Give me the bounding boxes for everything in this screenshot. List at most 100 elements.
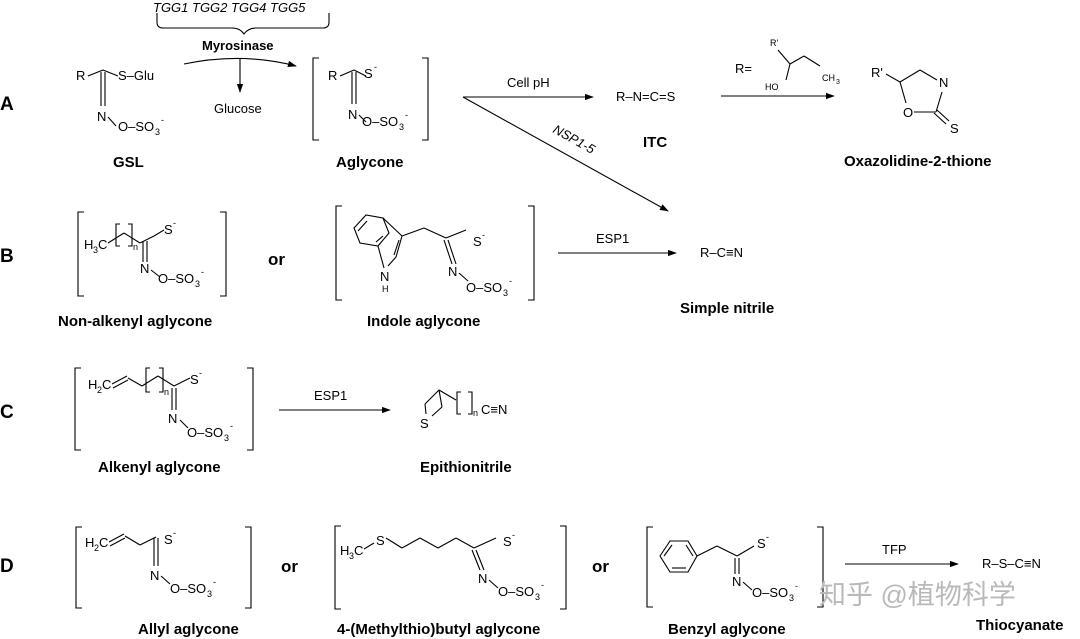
svg-text:2: 2 <box>94 543 99 553</box>
svg-text:3: 3 <box>207 589 212 599</box>
svg-text:C: C <box>354 543 363 558</box>
non-alkenyl-structure: H 3 C n S - N O–SO 3 - <box>77 211 227 297</box>
aglycone-name: Aglycone <box>336 154 404 171</box>
svg-text:-: - <box>541 580 544 590</box>
svg-text:O–SO: O–SO <box>466 280 502 295</box>
epithionitrile-structure: S n <box>420 389 478 431</box>
svg-text:S–Glu: S–Glu <box>118 68 154 83</box>
allyl-name: Allyl aglycone <box>138 621 239 638</box>
svg-text:S: S <box>420 416 429 431</box>
svg-text:S: S <box>164 532 173 547</box>
allyl-structure: H 2 C S - N O–SO 3 - <box>75 526 252 609</box>
svg-text:R': R' <box>871 65 883 80</box>
svg-text:-: - <box>374 62 377 72</box>
benzyl-name: Benzyl aglycone <box>668 621 786 638</box>
svg-text:R: R <box>328 68 337 83</box>
or-d2: or <box>592 557 609 576</box>
indole-name: Indole aglycone <box>367 313 480 330</box>
glucose-label: Glucose <box>214 101 262 116</box>
svg-text:R: R <box>76 68 85 83</box>
or-d1: or <box>281 557 298 576</box>
svg-text:CH: CH <box>822 73 835 83</box>
svg-text:N: N <box>448 264 457 279</box>
or-b: or <box>268 250 285 269</box>
svg-text:2: 2 <box>97 385 102 395</box>
svg-text:C: C <box>102 377 111 392</box>
svg-text:O–SO: O–SO <box>362 114 398 129</box>
svg-text:3: 3 <box>789 593 794 603</box>
svg-text:O–SO: O–SO <box>498 584 534 599</box>
svg-text:3: 3 <box>503 288 508 298</box>
svg-text:3: 3 <box>836 79 840 86</box>
svg-text:H: H <box>85 535 94 550</box>
alkenyl-name: Alkenyl aglycone <box>98 459 221 476</box>
r-definition-label: R= <box>735 61 752 76</box>
svg-text:H: H <box>88 377 97 392</box>
svg-text:-: - <box>230 421 233 431</box>
svg-text:N: N <box>732 574 741 589</box>
simple-nitrile-name: Simple nitrile <box>680 300 774 317</box>
svg-text:H: H <box>84 237 93 252</box>
epithionitrile-cn: C≡N <box>481 402 507 417</box>
svg-text:S: S <box>364 66 373 81</box>
alkenyl-structure: H 2 C n S - N O–SO 3 - <box>74 367 254 451</box>
cell-ph-label: Cell pH <box>507 75 550 90</box>
row-label-d: D <box>0 556 14 577</box>
svg-text:-: - <box>405 110 408 120</box>
svg-text:n: n <box>473 408 478 418</box>
svg-text:-: - <box>201 267 204 277</box>
methylthiobutyl-name: 4-(Methylthio)butyl aglycone <box>337 621 540 638</box>
svg-text:O–SO: O–SO <box>170 581 206 596</box>
row-label-b: B <box>0 246 14 267</box>
myrosinase-arrow <box>183 57 297 68</box>
svg-text:S: S <box>503 534 512 549</box>
svg-text:O: O <box>903 105 913 120</box>
gene-list: TGG1 TGG2 TGG4 TGG5 <box>153 0 306 15</box>
svg-text:N: N <box>348 107 357 122</box>
esp1-label-b: ESP1 <box>596 231 629 246</box>
nsp-arrow <box>462 96 669 212</box>
tfp-label: TFP <box>882 542 907 557</box>
svg-text:n: n <box>164 387 169 397</box>
svg-text:H: H <box>340 543 349 558</box>
indole-structure: N H S - N O–SO 3 - <box>335 205 535 301</box>
row-label-c: C <box>0 402 14 423</box>
aglycone-structure: R S - N O–SO 3 - <box>312 57 429 141</box>
svg-text:N: N <box>939 75 948 90</box>
gene-brace <box>156 13 330 35</box>
gsl-name: GSL <box>113 154 144 171</box>
svg-text:N: N <box>140 261 149 276</box>
svg-text:C: C <box>98 237 107 252</box>
svg-text:R': R' <box>770 38 778 48</box>
r-substituent-structure: R' CH 3 HO <box>765 38 840 92</box>
svg-text:S: S <box>473 234 482 249</box>
svg-text:3: 3 <box>224 433 229 443</box>
simple-nitrile-formula: R–C≡N <box>700 245 743 260</box>
svg-text:-: - <box>766 532 769 542</box>
watermark: 知乎 @植物科学 <box>819 580 1016 610</box>
svg-text:3: 3 <box>195 279 200 289</box>
svg-text:O–SO: O–SO <box>118 119 154 134</box>
itc-formula: R–N=C=S <box>616 89 676 104</box>
svg-text:3: 3 <box>399 122 404 132</box>
svg-text:3: 3 <box>155 127 160 137</box>
row-label-a: A <box>0 94 14 115</box>
svg-text:S: S <box>164 222 173 237</box>
svg-text:S: S <box>950 121 959 136</box>
svg-text:S: S <box>376 533 385 548</box>
enzyme-label: Myrosinase <box>202 38 274 53</box>
svg-text:-: - <box>482 230 485 240</box>
svg-text:-: - <box>213 577 216 587</box>
svg-text:n: n <box>133 242 138 252</box>
svg-text:N: N <box>150 568 159 583</box>
oxazolidine-structure: R' N O S <box>871 65 959 136</box>
svg-text:O–SO: O–SO <box>158 271 194 286</box>
thiocyanate-formula: R–S–C≡N <box>982 556 1041 571</box>
svg-text:3: 3 <box>93 245 98 255</box>
benzyl-structure: S - N O–SO 3 - <box>646 526 824 608</box>
svg-text:H: H <box>382 284 389 294</box>
svg-text:N: N <box>380 269 389 284</box>
svg-text:-: - <box>173 528 176 538</box>
svg-text:-: - <box>199 368 202 378</box>
